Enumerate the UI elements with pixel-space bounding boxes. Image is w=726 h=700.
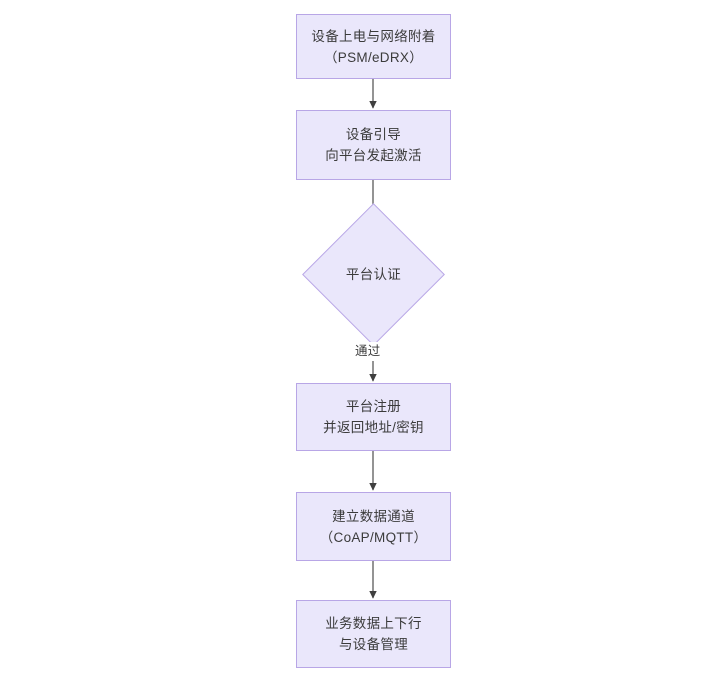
node-platform-registration[interactable]: 平台注册 并返回地址/密钥 [296,383,451,451]
node-line-1: 平台注册 [345,399,402,414]
node-line-1: 业务数据上下行 [325,616,422,631]
node-line-2: （CoAP/MQTT） [319,529,428,545]
node-line-2: 与设备管理 [339,637,408,652]
node-line-1: 建立数据通道 [332,508,415,524]
edge-label-pass: 通过 [352,342,384,361]
node-line-1: 平台认证 [345,267,402,282]
node-line-2: （PSM/eDRX） [323,49,424,65]
node-line-1: 设备引导 [345,127,402,142]
node-platform-authentication[interactable]: 平台认证 [302,203,445,346]
node-line-1: 设备上电与网络附着 [311,28,436,44]
node-device-bootstrap[interactable]: 设备引导 向平台发起激活 [296,110,451,180]
node-device-power-on[interactable]: 设备上电与网络附着 （PSM/eDRX） [296,14,451,79]
node-business-data-and-device-management[interactable]: 业务数据上下行 与设备管理 [296,600,451,668]
node-line-2: 向平台发起激活 [325,148,422,163]
node-line-2: 并返回地址/密钥 [323,420,424,435]
node-establish-data-channel[interactable]: 建立数据通道 （CoAP/MQTT） [296,492,451,561]
